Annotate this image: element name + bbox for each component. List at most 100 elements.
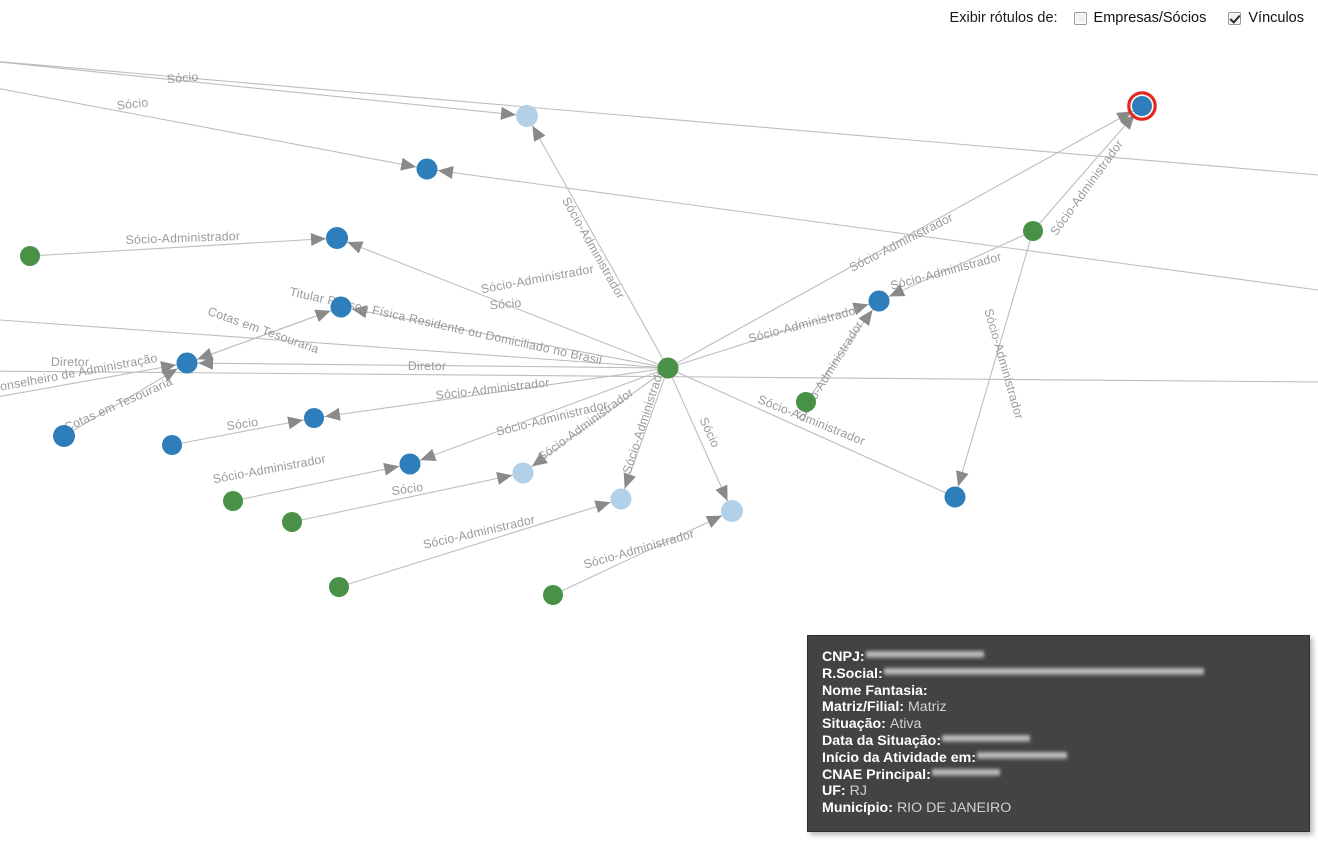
graph-node-circle[interactable] bbox=[416, 158, 438, 180]
company-info-row: Município:RIO DE JANEIRO bbox=[822, 800, 1309, 817]
graph-node[interactable] bbox=[543, 585, 563, 605]
graph-node[interactable] bbox=[326, 227, 348, 249]
graph-edge[interactable] bbox=[336, 237, 669, 369]
graph-node[interactable] bbox=[944, 486, 966, 508]
graph-node-circle[interactable] bbox=[610, 488, 632, 510]
graph-edge-label: Sócio-Administrador bbox=[582, 527, 696, 572]
graph-edge[interactable] bbox=[340, 306, 669, 369]
graph-node-circle[interactable] bbox=[176, 352, 198, 374]
graph-node[interactable] bbox=[162, 435, 182, 455]
graph-node-circle[interactable] bbox=[282, 512, 302, 532]
graph-node[interactable] bbox=[20, 246, 40, 266]
graph-node-circle[interactable] bbox=[304, 408, 324, 428]
graph-node[interactable] bbox=[1023, 221, 1043, 241]
graph-edge[interactable] bbox=[526, 115, 669, 369]
graph-edge-label: Sócio-Administrador bbox=[620, 362, 669, 475]
graph-node-circle[interactable] bbox=[330, 296, 352, 318]
company-info-row: R.Social: bbox=[822, 666, 1309, 683]
graph-edge[interactable] bbox=[0, 85, 428, 170]
graph-node[interactable] bbox=[330, 296, 352, 318]
graph-edge-label: Diretor bbox=[408, 359, 446, 373]
graph-node[interactable] bbox=[796, 392, 816, 412]
graph-node-circle[interactable] bbox=[53, 425, 75, 447]
graph-edge[interactable] bbox=[313, 367, 669, 419]
graph-node-circle[interactable] bbox=[329, 577, 349, 597]
graph-edge-arrow bbox=[420, 448, 437, 462]
graph-edge[interactable] bbox=[0, 362, 188, 400]
graph-node[interactable] bbox=[176, 352, 198, 374]
graph-edge[interactable] bbox=[1032, 105, 1143, 232]
checkbox-vinculos[interactable]: Vínculos bbox=[1228, 10, 1304, 26]
graph-node[interactable] bbox=[610, 488, 632, 510]
graph-node[interactable] bbox=[868, 290, 890, 312]
graph-edge[interactable] bbox=[878, 230, 1034, 302]
graph-edge[interactable] bbox=[29, 237, 338, 257]
graph-node[interactable] bbox=[416, 158, 438, 180]
checkbox-vinculos-box[interactable] bbox=[1228, 11, 1242, 25]
graph-edge[interactable] bbox=[0, 60, 1318, 176]
graph-edge[interactable] bbox=[667, 105, 1143, 369]
graph-node-circle[interactable] bbox=[1023, 221, 1043, 241]
company-info-tooltip: CNPJ:R.Social:Nome Fantasia:Matriz/Filia… bbox=[807, 635, 1310, 832]
graph-node[interactable] bbox=[657, 357, 679, 379]
graph-node-circle[interactable] bbox=[512, 462, 534, 484]
graph-node-circle[interactable] bbox=[20, 246, 40, 266]
graph-node-circle[interactable] bbox=[796, 392, 816, 412]
graph-edge-arrow bbox=[858, 309, 873, 326]
company-info-key: Início da Atividade em: bbox=[822, 749, 976, 766]
graph-edge[interactable] bbox=[291, 472, 524, 523]
graph-node-circle[interactable] bbox=[223, 491, 243, 511]
graph-edge-label: Sócio-Administrador bbox=[559, 195, 628, 302]
graph-edge[interactable] bbox=[232, 463, 411, 502]
graph-edge[interactable] bbox=[0, 319, 669, 369]
graph-edge[interactable] bbox=[426, 168, 1318, 291]
graph-node-circle[interactable] bbox=[944, 486, 966, 508]
graph-node[interactable] bbox=[1127, 91, 1157, 121]
graph-node-circle[interactable] bbox=[721, 500, 743, 522]
graph-node-circle[interactable] bbox=[162, 435, 182, 455]
graph-node-circle[interactable] bbox=[543, 585, 563, 605]
graph-node-circle[interactable] bbox=[1132, 96, 1152, 116]
graph-edge[interactable] bbox=[186, 362, 669, 369]
graph-edge[interactable] bbox=[186, 306, 342, 364]
graph-edge-arrow bbox=[287, 416, 304, 430]
graph-edge-arrow bbox=[351, 305, 368, 319]
graph-edge[interactable] bbox=[522, 367, 669, 474]
graph-node[interactable] bbox=[512, 462, 534, 484]
graph-edge[interactable] bbox=[338, 498, 622, 588]
graph-edge-label: Sócio-Administrador bbox=[435, 376, 550, 403]
graph-edge-label: Sócio bbox=[697, 415, 723, 450]
graph-edge[interactable] bbox=[667, 300, 880, 369]
checkbox-empresas-socios[interactable]: Empresas/Sócios bbox=[1073, 10, 1206, 26]
graph-node-circle[interactable] bbox=[516, 105, 538, 127]
graph-edge-label: Cotas em Tesouraria bbox=[206, 304, 321, 356]
graph-edge[interactable] bbox=[0, 370, 1318, 383]
graph-node[interactable] bbox=[399, 453, 421, 475]
graph-edge[interactable] bbox=[954, 230, 1034, 498]
graph-edge[interactable] bbox=[667, 367, 733, 512]
graph-node[interactable] bbox=[329, 577, 349, 597]
graph-node[interactable] bbox=[282, 512, 302, 532]
graph-edge-arrow bbox=[383, 462, 400, 476]
graph-edge[interactable] bbox=[409, 367, 669, 465]
graph-node-circle[interactable] bbox=[868, 290, 890, 312]
graph-node-circle[interactable] bbox=[399, 453, 421, 475]
graph-nodes-layer[interactable] bbox=[20, 91, 1157, 605]
graph-node[interactable] bbox=[223, 491, 243, 511]
graph-node[interactable] bbox=[304, 408, 324, 428]
graph-node-circle[interactable] bbox=[657, 357, 679, 379]
company-info-redacted-value bbox=[865, 650, 984, 659]
graph-edge-arrow bbox=[852, 302, 869, 316]
graph-node[interactable] bbox=[53, 425, 75, 447]
graph-edge[interactable] bbox=[0, 60, 528, 117]
graph-edge[interactable] bbox=[552, 510, 733, 596]
graph-node[interactable] bbox=[516, 105, 538, 127]
graph-node-circle[interactable] bbox=[326, 227, 348, 249]
graph-edge-arrow bbox=[161, 368, 178, 382]
company-info-row: Nome Fantasia: bbox=[822, 683, 1309, 700]
checkbox-empresas-socios-box[interactable] bbox=[1073, 11, 1087, 25]
graph-node[interactable] bbox=[721, 500, 743, 522]
graph-edge[interactable] bbox=[667, 367, 956, 498]
